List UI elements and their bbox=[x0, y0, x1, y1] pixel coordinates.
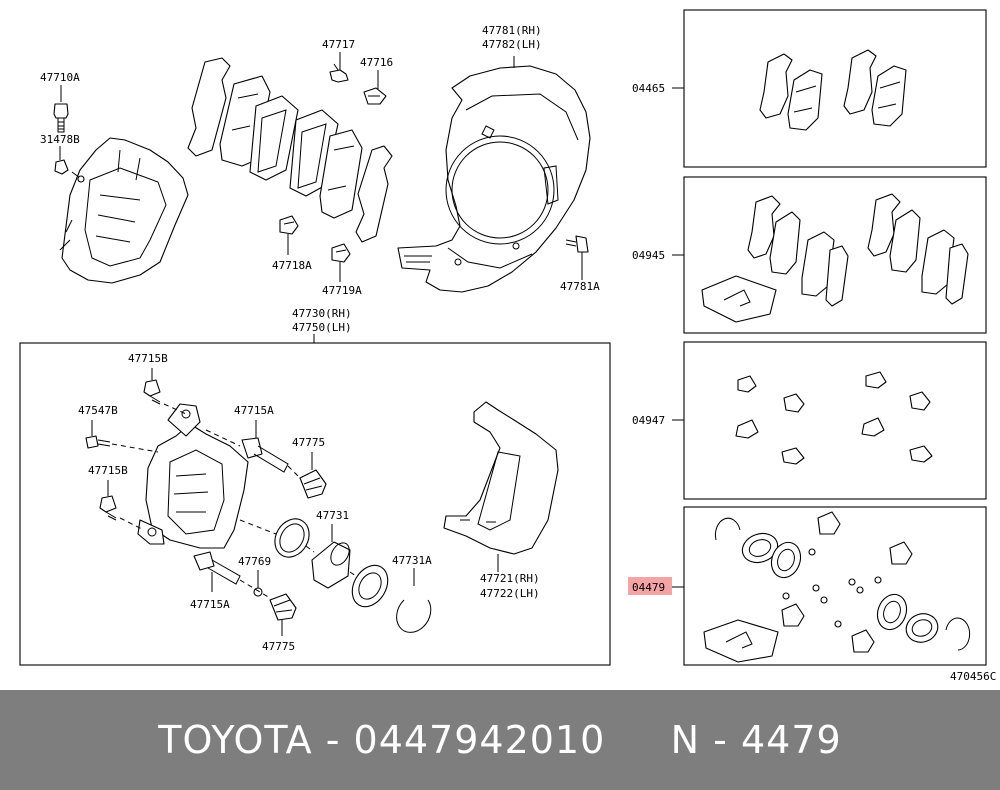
kit-label-04479-highlight bbox=[628, 577, 672, 595]
kit-04945-drawing bbox=[701, 193, 969, 323]
shim-47717 bbox=[329, 52, 349, 83]
kit-label-04945: 04945 bbox=[632, 249, 665, 262]
kit-label-04947: 04947 bbox=[632, 414, 665, 427]
mounting-bracket-drawing bbox=[443, 401, 559, 572]
piston-47731 bbox=[305, 524, 351, 589]
boot-47775-top bbox=[287, 452, 327, 499]
pin-47715A-top bbox=[205, 420, 289, 473]
caliper-body-drawing bbox=[137, 403, 249, 549]
kit-label-04479: 04479 bbox=[632, 581, 665, 594]
label-47769: 47769 bbox=[238, 555, 271, 568]
bolt-47715B-top bbox=[143, 368, 187, 415]
label-47718A: 47718A bbox=[272, 259, 312, 272]
footer-bar: TOYOTA - 0447942010 N - 4479 bbox=[0, 690, 1000, 790]
boot-ring-47731A bbox=[349, 564, 432, 633]
clip-47719A bbox=[331, 243, 351, 282]
label-47719A: 47719A bbox=[322, 284, 362, 297]
pin-47715A-bottom bbox=[193, 551, 241, 592]
label-47731: 47731 bbox=[316, 509, 349, 522]
label-31478B: 31478B bbox=[40, 133, 80, 146]
shim-47716 bbox=[363, 70, 387, 105]
parts-diagram: 47710A 31478B 47717 47716 47718A 47719A bbox=[19, 9, 996, 683]
label-47730-rh: 47730(RH) bbox=[292, 307, 352, 320]
cap-31478B bbox=[54, 146, 85, 183]
label-47715A-top: 47715A bbox=[234, 404, 274, 417]
label-47775-top: 47775 bbox=[292, 436, 325, 449]
bolt-47715B-mid bbox=[99, 480, 145, 531]
label-47781A: 47781A bbox=[560, 280, 600, 293]
kit-box-04479 bbox=[683, 506, 987, 666]
footer-title: TOYOTA - 0447942010 N - 4479 bbox=[158, 718, 842, 762]
bleeder-47547B bbox=[85, 420, 159, 453]
kit-label-04465: 04465 bbox=[632, 82, 665, 95]
seal-47731 bbox=[239, 518, 310, 558]
kit-04479-seals-drawing bbox=[703, 511, 971, 663]
bleeder-plug-47710A bbox=[53, 85, 69, 133]
label-47715B-top: 47715B bbox=[128, 352, 168, 365]
label-47781-rh: 47781(RH) bbox=[482, 24, 542, 37]
brake-pads-drawing bbox=[187, 57, 393, 243]
label-47547B: 47547B bbox=[78, 404, 118, 417]
figure-reference: 470456C bbox=[950, 670, 996, 683]
kit-04947-clips-drawing bbox=[735, 371, 933, 465]
label-47731A: 47731A bbox=[392, 554, 432, 567]
label-47716: 47716 bbox=[360, 56, 393, 69]
bolt-47781A bbox=[565, 235, 589, 280]
kit-04465-pads-drawing bbox=[759, 49, 907, 131]
caliper-assembly-box bbox=[19, 342, 611, 666]
dust-cover-drawing bbox=[397, 56, 591, 293]
label-47717: 47717 bbox=[322, 38, 355, 51]
label-47750-lh: 47750(LH) bbox=[292, 321, 352, 334]
label-47710A: 47710A bbox=[40, 71, 80, 84]
label-47775-bottom: 47775 bbox=[262, 640, 295, 653]
label-47722-lh: 47722(LH) bbox=[480, 587, 540, 600]
clip-47718A bbox=[279, 215, 299, 255]
label-47782-lh: 47782(LH) bbox=[482, 38, 542, 51]
boot-47775-bottom bbox=[239, 579, 297, 636]
label-47721-rh: 47721(RH) bbox=[480, 572, 540, 585]
kit-box-04465 bbox=[683, 9, 987, 168]
label-47715B-mid: 47715B bbox=[88, 464, 128, 477]
cap-47769 bbox=[253, 570, 263, 597]
label-47715A-bottom: 47715A bbox=[190, 598, 230, 611]
caliper-cylinder-drawing bbox=[59, 137, 189, 284]
kit-box-04947 bbox=[683, 341, 987, 500]
